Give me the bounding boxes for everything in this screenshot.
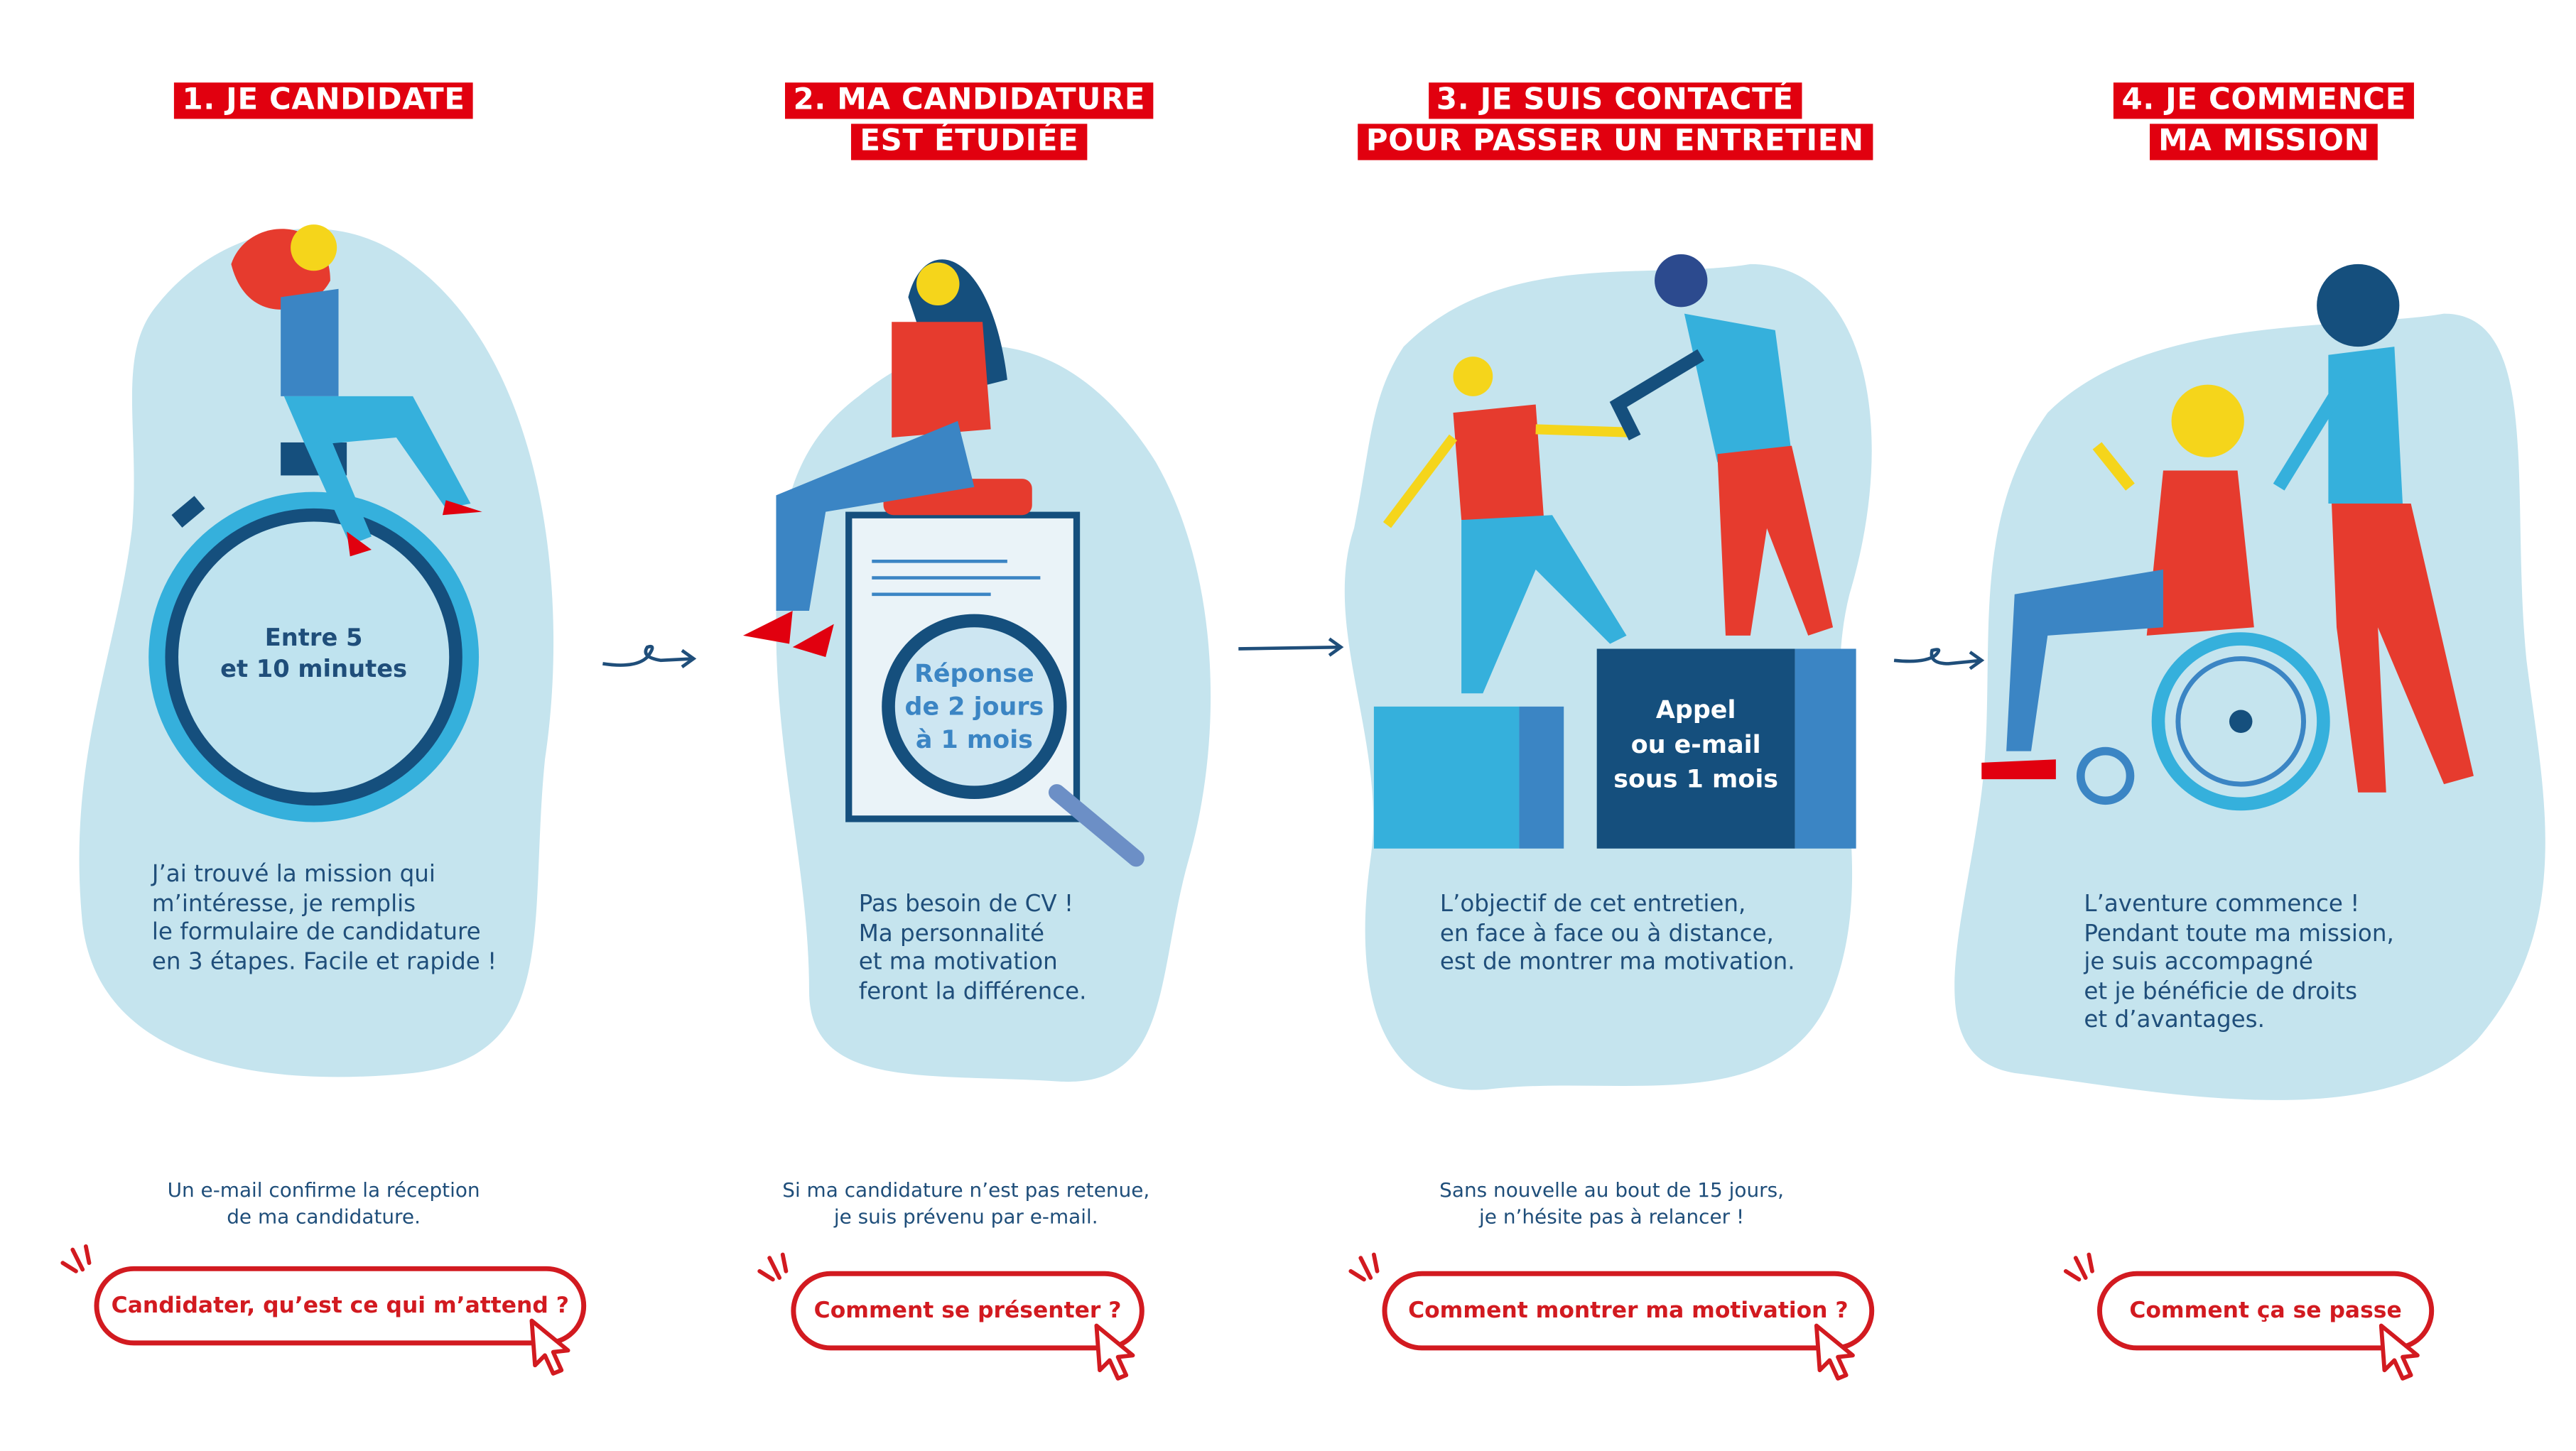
response-badge: Réponse de 2 jours à 1 mois	[904, 658, 1044, 755]
arrow-icon	[602, 644, 697, 668]
comment-se-presenter-button[interactable]: Comment se présenter ?	[791, 1271, 1144, 1351]
step-2-description: Pas besoin de CV ! Ma personnalité et ma…	[858, 891, 1087, 1005]
step-box-large	[1596, 648, 1856, 849]
comment-ca-se-passe-button[interactable]: Comment ça se passe	[2096, 1271, 2435, 1351]
step-4-description: L’aventure commence ! Pendant toute ma m…	[2084, 891, 2394, 1034]
step-3-note: Sans nouvelle au bout de 15 jours, je n’…	[1439, 1178, 1785, 1229]
step-2-note: Si ma candidature n’est pas retenue, je …	[782, 1178, 1150, 1229]
comment-montrer-motivation-button[interactable]: Comment montrer ma motivation ?	[1382, 1271, 1875, 1351]
magnifier-icon	[882, 614, 1144, 867]
arrow-icon	[1893, 648, 1985, 670]
step-1-description: J’ai trouvé la mission qui m’intéresse, …	[151, 862, 497, 975]
candidater-button[interactable]: Candidater, qu’est ce qui m’attend ?	[94, 1266, 587, 1346]
wheelchair-scene	[1981, 263, 2474, 811]
stopwatch-icon	[148, 442, 480, 822]
arrow-icon	[1238, 637, 1344, 657]
step-box-small	[1373, 706, 1564, 849]
duration-badge: Entre 5 et 10 minutes	[220, 625, 408, 684]
woman-figure	[742, 259, 1032, 658]
step-3-description: L’objectif de cet entretien, en face à f…	[1439, 891, 1795, 976]
step-1-heading: 1. JE CANDIDATE	[173, 82, 474, 124]
people-handshake	[1382, 254, 1834, 694]
woman-figure	[231, 224, 482, 557]
step-1-note: Un e-mail confirme la réception de ma ca…	[167, 1178, 480, 1229]
contact-badge: Appel ou e-mail sous 1 mois	[1613, 695, 1779, 795]
